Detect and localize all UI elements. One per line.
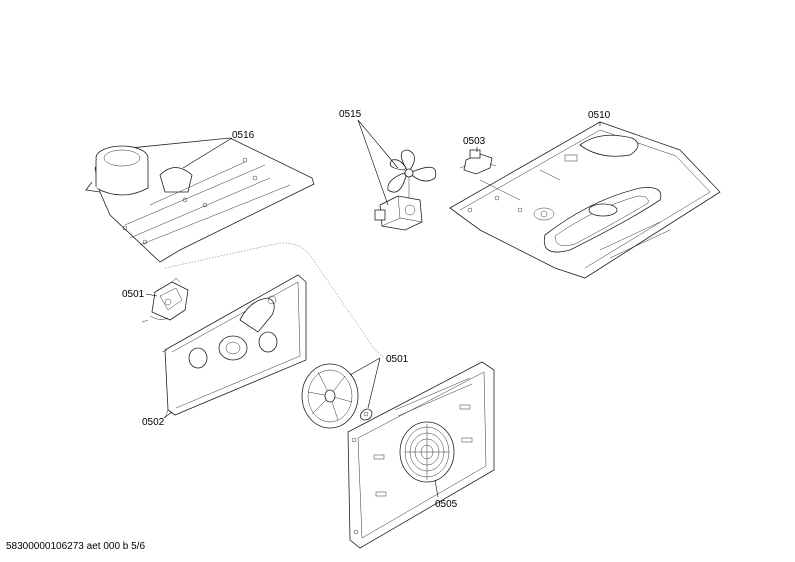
heating-element-part (141, 277, 189, 323)
part-label-0515: 0515 (339, 109, 362, 120)
fan-cover-part (347, 361, 495, 549)
switch-part (459, 149, 497, 175)
part-label-0502: 0502 (142, 417, 165, 428)
duct-cover-part (85, 137, 315, 263)
part-label-0503: 0503 (463, 136, 486, 147)
part-label-0516: 0516 (232, 130, 255, 141)
part-label-0510: 0510 (588, 110, 611, 121)
rear-wall-plate-part (161, 274, 307, 419)
part-label-0501-fan: 0501 (386, 354, 409, 365)
part-label-0501-element: 0501 (122, 289, 145, 300)
top-plate-part (449, 121, 721, 279)
part-label-0505: 0505 (435, 499, 458, 510)
document-footer: 58300000106273 aet 000 b 5/6 (6, 541, 146, 552)
convection-fan-part (301, 363, 373, 429)
cooling-fan-motor-part (374, 149, 437, 231)
assembly-outline (164, 242, 391, 363)
